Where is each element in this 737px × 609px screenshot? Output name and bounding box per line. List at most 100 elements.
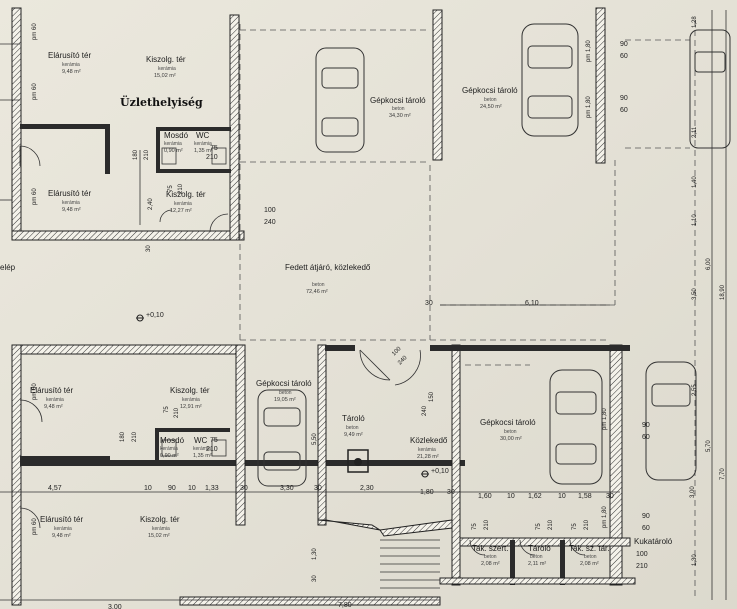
dim-label: 30 [425, 300, 433, 307]
dim-label: 1,10 [692, 214, 698, 226]
dim-label: 210 [636, 563, 648, 570]
room-name: Tároló [528, 544, 551, 553]
dim-label: 210 [174, 407, 180, 418]
room-area: 2,08 m² [481, 561, 500, 567]
dim-label: 90 [620, 95, 628, 102]
room-area: 1,35 m² [194, 148, 213, 154]
dim-label: 210 [584, 519, 590, 530]
level-marker: +0,10 [136, 312, 164, 322]
room-name: Gépkocsi tároló [480, 418, 536, 427]
dim-label: 3,30 [280, 485, 294, 492]
room-name: Mosdó [160, 436, 185, 445]
car-icon [645, 361, 697, 481]
dim-label: 30 [240, 485, 248, 492]
dim-label: 60 [620, 107, 628, 114]
room-area: 9,49 m² [344, 432, 363, 438]
dim-label: pm 1,80 [602, 408, 608, 430]
dim-label: 75 [210, 145, 218, 152]
dim-label: 180 [133, 149, 139, 160]
room-material: beton [392, 106, 405, 112]
dim-label: 6,00 [706, 258, 712, 270]
room-name: Kiszolg. tér [140, 515, 180, 524]
door-swings [19, 145, 586, 556]
room-material: kerámia [152, 526, 170, 532]
dim-label: 10 [507, 493, 515, 500]
room-name: Tak. szert. [472, 544, 508, 553]
room-area: 21,28 m² [417, 454, 439, 460]
dim-label: 2,55 [692, 384, 698, 396]
room-name: Tároló [342, 414, 365, 423]
dim-label: 75 [210, 437, 218, 444]
room-material: beton [484, 554, 497, 560]
dim-label: 10 [188, 485, 196, 492]
dim-label: 75 [572, 523, 578, 530]
room-material: beton [584, 554, 597, 560]
room-material: kerámia [54, 526, 72, 532]
dim-label: 1,30 [312, 548, 318, 560]
dim-label: 210 [548, 519, 554, 530]
room-name: Kiszolg. tér [166, 190, 206, 199]
room-area: 9,48 m² [62, 207, 81, 213]
dim-label: 1,30 [692, 554, 698, 566]
room-material: beton [530, 554, 543, 560]
room-area: 9,48 m² [62, 69, 81, 75]
car-icon [315, 47, 365, 153]
car-icon [689, 29, 731, 149]
room-material: beton [484, 97, 497, 103]
dim-label: 100 [391, 346, 403, 358]
level-label: +0,10 [146, 312, 164, 319]
dim-label: 60 [642, 434, 650, 441]
room-area: 15,02 m² [154, 73, 176, 79]
room-material: beton [346, 425, 359, 431]
dim-label: 1,40 [692, 176, 698, 188]
dim-label: 90 [168, 485, 176, 492]
room-area: 15,02 m² [148, 533, 170, 539]
room-material: kerámia [193, 446, 211, 452]
dim-label: 180 [120, 431, 126, 442]
dim-label: 3,00 [690, 486, 696, 498]
dim-label: 150 [429, 391, 435, 402]
dim-label: 100 [264, 207, 276, 214]
dim-label: 3,00 [108, 604, 122, 609]
stairs [380, 539, 440, 589]
dim-label: 1,62 [528, 493, 542, 500]
walls [11, 7, 636, 606]
room-area: 2,11 m² [528, 561, 546, 567]
room-area: 0,90 m² [164, 148, 183, 154]
room-name: Elárusító tér [48, 189, 91, 198]
room-name: Mosdó [164, 131, 189, 140]
dim-label: 5,50 [312, 433, 318, 445]
dim-label: 6,10 [525, 300, 539, 307]
dim-label: 1,80 [420, 489, 434, 496]
dim-label: 240 [422, 405, 428, 416]
room-area: 19,05 m² [274, 397, 296, 403]
dim-label: pm 60 [32, 188, 38, 205]
dim-label: 75 [168, 185, 174, 192]
room-material: kerámia [160, 446, 178, 452]
room-name: Kiszolg. tér [170, 386, 210, 395]
dim-label: pm 60 [32, 383, 38, 400]
dim-label: 1,58 [578, 493, 592, 500]
fixtures [161, 147, 369, 473]
room-name: Tak. sz. tár. [569, 544, 609, 553]
dim-label: 2,40 [148, 198, 154, 210]
dim-label: 18,90 [720, 284, 726, 300]
dim-label: 60 [642, 525, 650, 532]
room-name: Közlekedő [410, 436, 448, 445]
room-material: kerámia [62, 200, 80, 206]
room-name: WC [194, 436, 208, 445]
room-name: elép [0, 263, 16, 272]
dim-label: 10 [558, 493, 566, 500]
dim-label: 90 [642, 513, 650, 520]
room-area: 30,00 m² [500, 436, 522, 442]
level-marker: +0,10 [421, 468, 449, 478]
car-icon [257, 389, 307, 487]
dim-label: 1,60 [478, 493, 492, 500]
dim-label: 30 [447, 489, 455, 496]
dim-label: 5,70 [706, 440, 712, 452]
room-area: 0,90 m² [160, 453, 179, 459]
dim-label: 210 [132, 431, 138, 442]
dim-label: 90 [642, 422, 650, 429]
room-area: 1,35 m² [193, 453, 212, 459]
dim-label: pm 1,80 [586, 40, 592, 62]
